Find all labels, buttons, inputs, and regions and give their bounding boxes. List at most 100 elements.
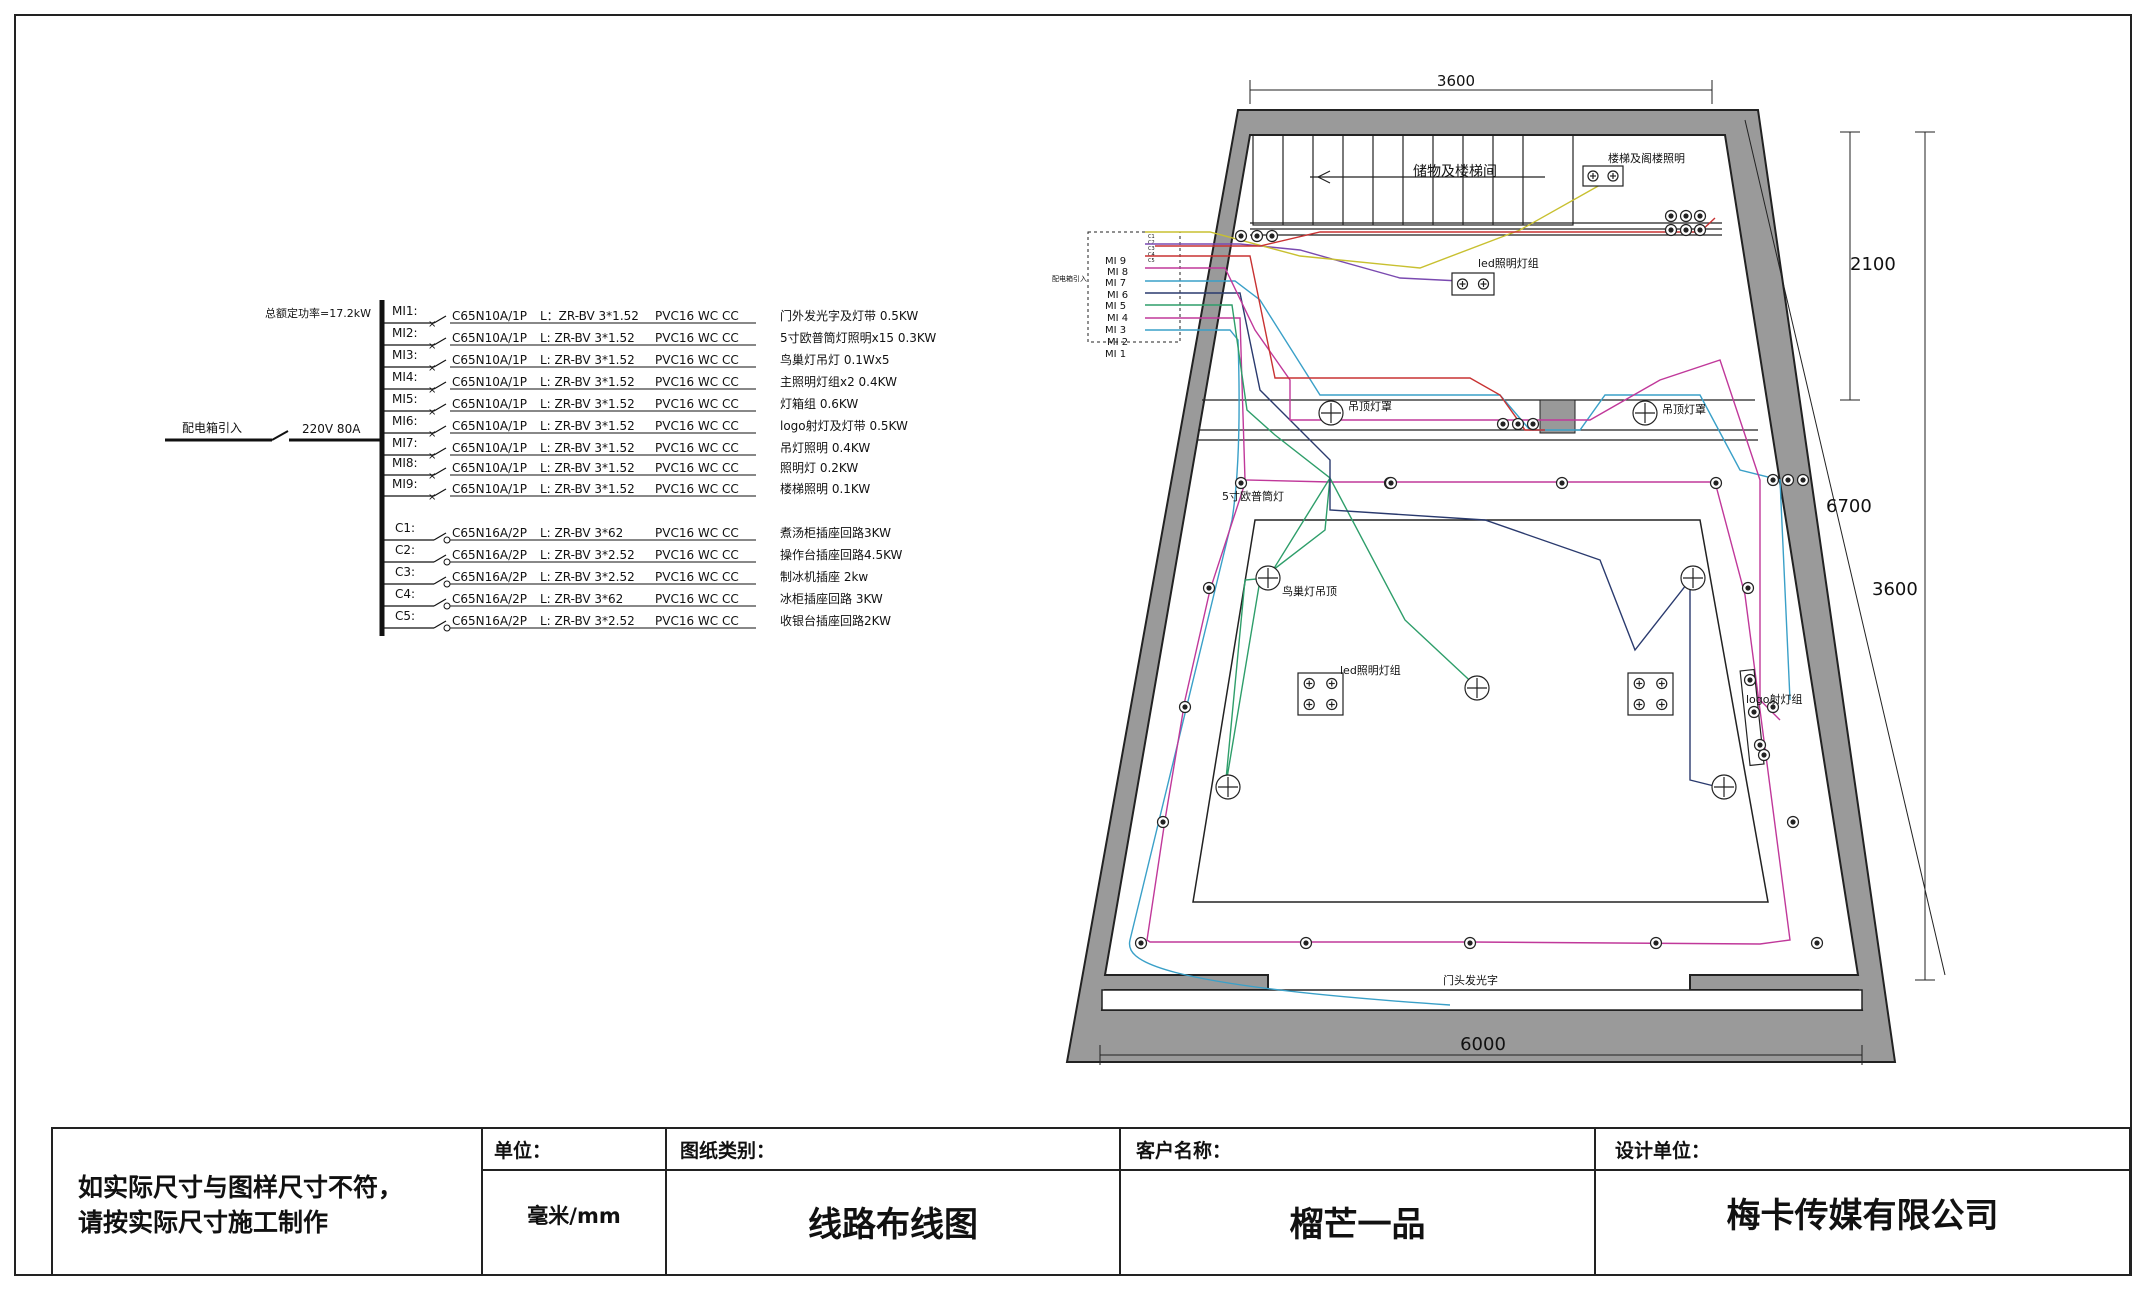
load-description: 制冰机插座 2kw	[780, 569, 868, 584]
cable-spec: L: ZR-BV 3*1.52	[540, 331, 635, 345]
conduit-spec: PVC16 WC CC	[655, 592, 739, 606]
panel-small-label: C2	[1148, 240, 1155, 246]
stair-light-label: 楼梯及阁楼照明	[1608, 151, 1685, 165]
designer-value: 梅卡传媒有限公司	[1726, 1196, 1999, 1236]
designer-label: 设计单位：	[1615, 1140, 1711, 1162]
wall-outline	[1065, 109, 1897, 1063]
door-sill	[1101, 989, 1863, 1011]
dimension-note: 如实际尺寸与图样尺寸不符， 请按实际尺寸施工制作	[78, 1170, 478, 1240]
downlight-fixture	[1178, 700, 1192, 714]
circuit-switch	[433, 425, 447, 434]
fixtures	[1134, 165, 1824, 950]
breaker-spec: C65N10A/1P	[452, 331, 527, 345]
conduit-spec: PVC16 WC CC	[655, 353, 739, 367]
load-description: 照明灯 0.2KW	[780, 461, 858, 475]
breaker-cross: ×	[428, 429, 436, 440]
breaker-cross: ×	[428, 471, 436, 482]
circuit-switch	[433, 598, 447, 607]
led-group-fixture	[1297, 672, 1344, 716]
load-description: 主照明灯组x2 0.4KW	[780, 375, 897, 389]
stair-block	[1250, 134, 1722, 236]
nest-lamp-fixture	[1464, 675, 1490, 701]
ceiling-column	[1539, 399, 1576, 434]
nest-lamp-fixture	[1215, 774, 1241, 800]
logo-spot-label: logo射灯组	[1746, 692, 1803, 706]
main-breaker-label: 220V 80A	[302, 422, 361, 436]
type-value: 线路布线图	[808, 1205, 978, 1245]
breaker-spec: C65N16A/2P	[452, 570, 527, 584]
distribution-schedule: 总额定功率=17.2kW 配电箱引入 220V 80A MI1:×C65N10A…	[165, 300, 936, 636]
wire-mi2	[1145, 317, 1791, 945]
circuit-id: MI3:	[392, 348, 418, 362]
panel-circuit-label: MI 5	[1105, 301, 1126, 312]
load-description: 鸟巢灯吊灯 0.1Wx5	[780, 352, 890, 367]
nest-lamp-fixture	[1680, 565, 1706, 591]
rcd-symbol	[443, 558, 451, 566]
cable-spec: L: ZR-BV 3*1.52	[540, 397, 635, 411]
wire-mi4	[1145, 292, 1731, 791]
conduit-spec: PVC16 WC CC	[655, 309, 739, 323]
breaker-spec: C65N10A/1P	[452, 375, 527, 389]
note-line-1: 如实际尺寸与图样尺寸不符，	[78, 1173, 404, 1202]
panel-circuit-label: MI 9	[1105, 256, 1126, 267]
panel-circuit-label: MI 8	[1107, 267, 1128, 278]
downlight-fixture	[1664, 209, 1678, 223]
conduit-spec: PVC16 WC CC	[655, 614, 739, 628]
circuit-id: C2:	[395, 543, 415, 557]
cable-spec: L: ZR-BV 3*2.52	[540, 548, 635, 562]
downlight-fixture	[1134, 936, 1148, 950]
dimension-lines	[1099, 80, 1946, 1065]
circuit-switch	[433, 467, 447, 476]
downlight-fixture	[1786, 815, 1800, 829]
circuit-id: MI5:	[392, 392, 418, 406]
floor-plan: 储物及楼梯间 3600 6000 2100 6700 3600 配电箱引入 MI…	[1052, 72, 1946, 1065]
downlight-label: 5寸欧普筒灯	[1222, 489, 1284, 503]
nest-lamp-fixture	[1711, 774, 1737, 800]
wire-mi7	[1145, 255, 1545, 431]
load-description: 操作台插座回路4.5KW	[780, 547, 903, 562]
conduit-spec: PVC16 WC CC	[655, 570, 739, 584]
rcd-symbol	[443, 580, 451, 588]
breaker-spec: C65N16A/2P	[452, 614, 527, 628]
breaker-cross: ×	[428, 363, 436, 374]
circuit-id: MI4:	[392, 370, 418, 384]
downlight-fixture	[1679, 223, 1693, 237]
conduit-spec: PVC16 WC CC	[655, 331, 739, 345]
breaker-spec: C65N16A/2P	[452, 548, 527, 562]
conduit-spec: PVC16 WC CC	[655, 441, 739, 455]
dim-right-lower: 3600	[1872, 579, 1918, 600]
led-group-top-label: led照明灯组	[1478, 256, 1539, 270]
cable-spec: L: ZR-BV 3*1.52	[540, 419, 635, 433]
conduit-spec: PVC16 WC CC	[655, 375, 739, 389]
circuit-switch	[433, 554, 447, 563]
load-description: 煮汤柜插座回路3KW	[780, 525, 891, 540]
downlight-fixture	[1766, 700, 1780, 714]
wire-mi8	[1145, 243, 1481, 283]
cable-spec: L: ZR-BV 3*2.52	[540, 614, 635, 628]
unit-value: 毫米/mm	[527, 1204, 621, 1228]
load-description: 楼梯照明 0.1KW	[780, 481, 870, 496]
ceiling-panel	[1192, 519, 1769, 903]
led-group-fixture	[1627, 672, 1674, 716]
rcd-symbol	[443, 536, 451, 544]
breaker-spec: C65N10A/1P	[452, 419, 527, 433]
panel-circuit-labels: MI 9MI 8MI 7MI 6MI 5MI 4MI 3MI 2MI 1C1C2…	[1105, 234, 1155, 360]
breaker-spec: C65N16A/2P	[452, 526, 527, 540]
breaker-cross: ×	[428, 341, 436, 352]
downlight-fixture	[1156, 815, 1170, 829]
cable-spec: L: ZR-BV 3*2.52	[540, 570, 635, 584]
circuit-id: MI6:	[392, 414, 418, 428]
conduit-spec: PVC16 WC CC	[655, 397, 739, 411]
cable-spec: L: ZR-BV 3*1.52	[540, 441, 635, 455]
dim-top: 3600	[1437, 72, 1475, 90]
wire-mi6	[1145, 267, 1781, 721]
panel-circuit-label: MI 4	[1107, 313, 1128, 324]
stair-light-fixture	[1582, 165, 1624, 187]
load-description: 收银台插座回路2KW	[780, 613, 891, 628]
downlight-fixture	[1496, 417, 1510, 431]
